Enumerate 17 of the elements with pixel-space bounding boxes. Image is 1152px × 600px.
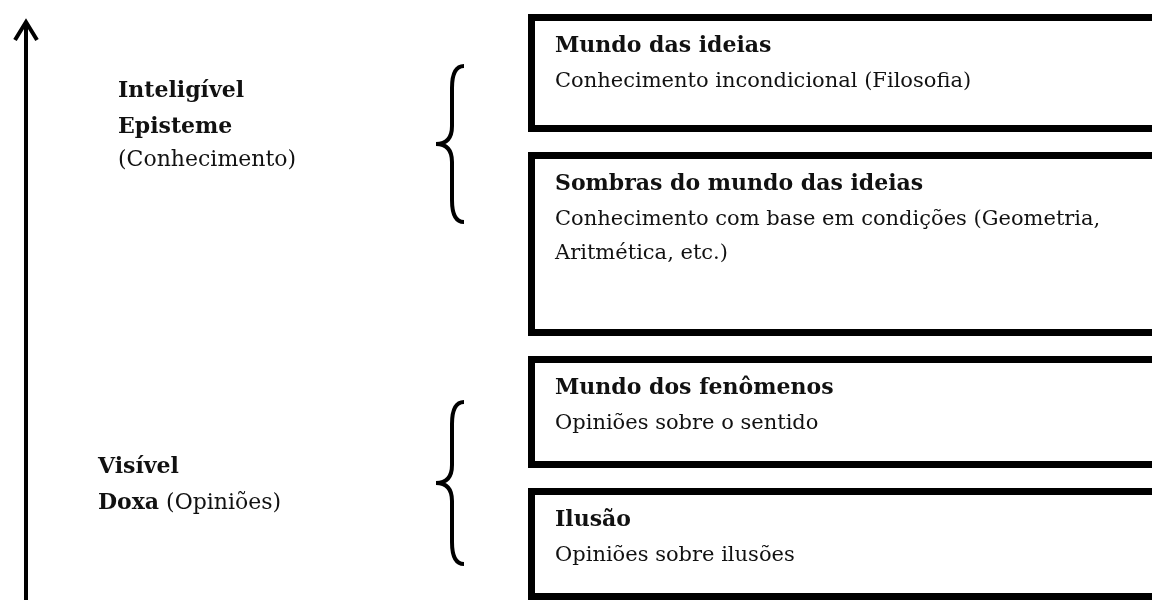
- level-description: Conhecimento com base em condições (Geometria, Aritmética, etc.): [555, 205, 1102, 266]
- realm-heading: Doxa (Opiniões): [98, 487, 282, 516]
- level-heading: Mundo dos fenômenos: [555, 372, 834, 401]
- realm-heading: Episteme: [118, 111, 233, 140]
- level-description: Opiniões sobre ilusões: [555, 541, 796, 568]
- level-box: [528, 152, 1152, 336]
- realm-heading: Inteligível: [118, 75, 245, 104]
- realm-note: (Conhecimento): [118, 145, 297, 173]
- level-box: [528, 356, 1152, 468]
- level-description: Conhecimento incondicional (Filosofia): [555, 67, 973, 94]
- level-description: Opiniões sobre o sentido: [555, 409, 820, 436]
- level-box: [528, 14, 1152, 132]
- level-heading: Sombras do mundo das ideias: [555, 168, 924, 197]
- level-box: [528, 488, 1152, 600]
- realm-heading: Visível: [98, 451, 179, 480]
- level-heading: Ilusão: [555, 504, 631, 533]
- level-heading: Mundo das ideias: [555, 30, 772, 59]
